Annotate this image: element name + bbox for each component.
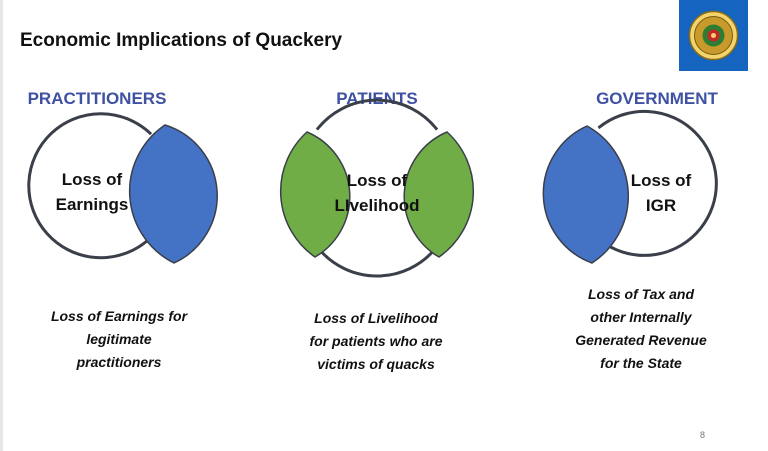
circle-label-line: Earnings [55,195,129,214]
description-government: Loss of Tax and other Internally Generat… [575,283,707,375]
patients-right-lens [403,131,475,258]
description-line: practitioners [76,354,162,370]
patients-left-lens [279,131,351,258]
description-line: victims of quacks [317,356,435,372]
description-patients: Loss of Livelihood for patients who are … [309,307,442,376]
state-seal-logo [679,0,748,71]
circle-label-line: Loss of [61,170,123,189]
slide-edge [0,0,3,451]
description-line: Loss of Livelihood [314,310,438,326]
practitioners-circle [27,112,153,260]
heading-practitioners: PRACTITIONERS [27,89,167,108]
circle-label-government: Loss of IGR [631,168,691,218]
description-line: for the State [600,355,682,371]
description-line: for patients who are [309,333,443,349]
description-practitioners: Loss of Earnings for legitimate practiti… [51,305,187,374]
government-circle [597,109,718,257]
circle-label-line: IGR [645,196,677,215]
description-line: legitimate [86,331,152,347]
description-line: Loss of Earnings for [50,308,188,324]
description-line: Loss of Tax and [587,286,695,302]
description-line: other Internally [590,309,692,325]
patients-circle-top-arc [315,98,439,131]
circle-label-patients: Loss of LIvelihood [335,168,420,218]
circle-label-line: LIvelihood [334,196,420,215]
circle-label-line: Loss of [346,171,408,190]
practitioners-lens [128,124,218,264]
government-lens [542,125,630,264]
circle-label-line: Loss of [630,171,692,190]
circle-label-practitioners: Loss of Earnings [56,167,129,217]
patients-circle-bottom-arc [319,249,435,278]
description-line: Generated Revenue [575,332,707,348]
heading-government: GOVERNMENT [596,89,718,108]
slide-title: Economic Implications of Quackery [20,30,343,51]
page-number: 8 [700,430,706,440]
